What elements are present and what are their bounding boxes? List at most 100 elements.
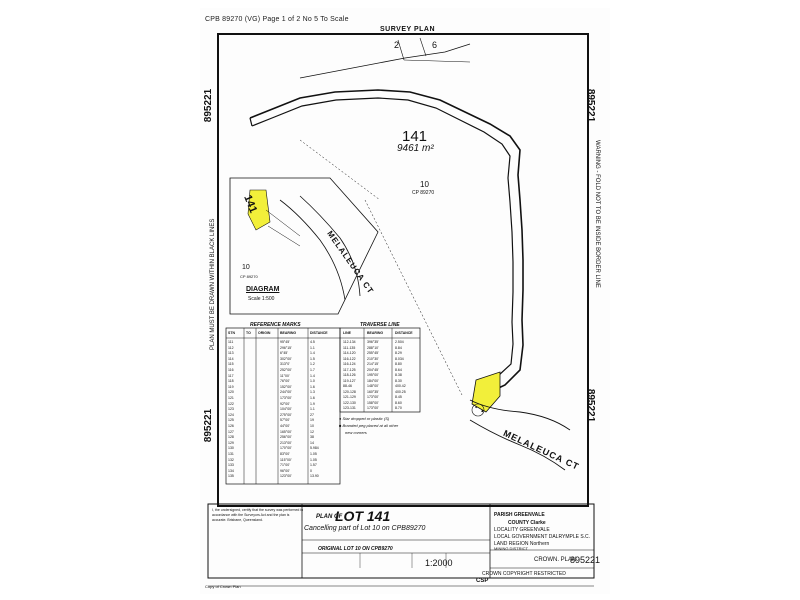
traverse-cell: 396°35' bbox=[367, 340, 379, 344]
right-plan-number-top: 895221 bbox=[585, 88, 597, 123]
traverse-cell: 8.64 bbox=[395, 367, 402, 372]
ref-marks-cell: 10 bbox=[310, 424, 314, 428]
traverse-cell: 123-131 bbox=[343, 406, 356, 410]
ref-marks-cell: 275°00' bbox=[280, 412, 292, 417]
crown-plan-number: 895221 bbox=[570, 555, 601, 565]
ref-marks-cell: 1.0 bbox=[310, 379, 315, 384]
ref-marks-cell: 173°00' bbox=[280, 396, 292, 400]
ref-marks-cell: 71°00' bbox=[280, 463, 290, 468]
ref-marks-cell: 129 bbox=[228, 440, 234, 445]
survey-plan-title: SURVEY PLAN bbox=[380, 26, 436, 33]
lot-141-boundary-inner bbox=[251, 97, 514, 409]
local-government: LOCAL GOVERNMENT DALRYMPLE S.C. bbox=[494, 534, 591, 540]
ref-marks-cell: 121 bbox=[228, 396, 234, 400]
traverse-cell: 160°35' bbox=[367, 389, 379, 394]
ref-marks-cell: 1.9 bbox=[310, 401, 315, 406]
crown-plan-label: CROWN. PLAN bbox=[534, 557, 577, 563]
traverse-cell: 173°00' bbox=[367, 395, 379, 399]
header-reference: CPB 89270 (VG) Page 1 of 2 No 5 To Scale bbox=[205, 16, 349, 23]
left-plan-number-top: 895221 bbox=[203, 88, 215, 123]
ref-marks-cell: 115 bbox=[228, 362, 234, 367]
diagram-scale: Scale 1:500 bbox=[248, 296, 275, 302]
traverse-cell: 8.84 bbox=[395, 345, 402, 350]
traverse-cell: 214°15' bbox=[367, 362, 379, 366]
traverse-cell: 118-126 bbox=[343, 373, 356, 377]
ref-marks-cell: 83°00' bbox=[280, 452, 290, 456]
ref-marks-cell: 95°45' bbox=[280, 340, 290, 344]
ref-marks-cell: 123 bbox=[228, 407, 234, 412]
traverse-cell: 148°00' bbox=[367, 384, 379, 388]
parish: PARISH GREENVALE bbox=[494, 512, 545, 518]
ref-marks-cell: 302°00' bbox=[280, 356, 292, 361]
traverse-cell: 158°00' bbox=[367, 400, 379, 405]
ref-marks-cell: 111 bbox=[228, 340, 234, 344]
traverse-cell: 8.034 bbox=[395, 356, 404, 361]
ref-marks-cell: 165°00' bbox=[280, 429, 292, 434]
ref-marks-cell: 131 bbox=[228, 452, 234, 456]
diagram-lot-10-label: 10 bbox=[242, 264, 250, 271]
original-lot: ORIGINAL LOT 10 ON CPB9270 bbox=[318, 546, 393, 552]
ref-marks-cell: 1.05 bbox=[310, 452, 317, 456]
ref-marks-cell: 130 bbox=[228, 446, 234, 451]
traverse-cell: 8.29 bbox=[395, 351, 402, 355]
lot-141-boundary-outer bbox=[249, 89, 524, 413]
lot-10-label: 10 bbox=[420, 180, 429, 189]
survey-sheet bbox=[200, 8, 610, 594]
diagram-road bbox=[279, 199, 346, 301]
ref-marks-cell: 27 bbox=[310, 412, 314, 417]
ref-marks-cell: 1.5 bbox=[310, 356, 315, 361]
traverse-cell: 122-130 bbox=[343, 400, 356, 405]
traverse-cell: 8.70 bbox=[395, 406, 402, 410]
ref-marks-cell: 134 bbox=[228, 468, 234, 473]
ref-marks-header-cell: TO bbox=[246, 331, 251, 335]
ref-marks-cell: 1.57 bbox=[310, 463, 317, 468]
traverse-cell: 119-127 bbox=[343, 378, 356, 383]
ref-marks-cell: 313°0' bbox=[280, 362, 290, 367]
traverse-cell: 117-125 bbox=[343, 367, 356, 372]
traverse-cell: 400.25 bbox=[395, 389, 406, 394]
ref-marks-cell: 133 bbox=[228, 463, 234, 468]
county: COUNTY Clarke bbox=[508, 520, 546, 526]
ref-marks-cell: 112 bbox=[228, 345, 234, 350]
left-margin-note: PLAN MUST BE DRAWN WITHIN BLACK LINES bbox=[210, 218, 216, 350]
ref-marks-cell: 12 bbox=[310, 429, 314, 434]
ref-marks-cell: 1.1 bbox=[310, 407, 315, 412]
traverse-cell: 120-128 bbox=[343, 389, 356, 394]
adjacent-boundary bbox=[299, 43, 471, 79]
traverse-cell: 195°00' bbox=[367, 373, 379, 377]
traverse-header-cell: BEARING bbox=[367, 331, 384, 335]
ref-marks-cell: 123°00' bbox=[280, 474, 292, 479]
bottom-footer: Copy of Crown Plan bbox=[205, 584, 241, 589]
ref-marks-cell: 252°00' bbox=[280, 368, 292, 372]
ref-marks-cell: 1.3 bbox=[310, 390, 315, 395]
ref-marks-cell: 120 bbox=[228, 390, 234, 395]
legend-star: ● Star dropped or plastic (S) bbox=[339, 416, 390, 421]
ref-marks-cell: 1.7 bbox=[310, 368, 315, 372]
ref-marks-cell: 128 bbox=[228, 435, 234, 440]
ref-marks-cell: 96°00' bbox=[280, 468, 290, 473]
ref-marks-cell: 76°00' bbox=[280, 379, 290, 384]
ref-marks-cell: 125 bbox=[228, 418, 234, 423]
sp-mark: CSP bbox=[476, 578, 489, 584]
ref-marks-cell: 152°00' bbox=[280, 384, 292, 389]
outer-border bbox=[217, 33, 589, 507]
ref-marks-cell: 132 bbox=[228, 457, 234, 462]
ref-marks-cell: 118 bbox=[228, 379, 234, 384]
plan-scale: 1:2000 bbox=[425, 558, 453, 568]
ref-marks-cell: 1.6 bbox=[310, 384, 315, 389]
ref-marks-header-cell: DISTANCE bbox=[310, 331, 328, 335]
traverse-cell: 204°45' bbox=[367, 367, 379, 372]
ref-marks-cell: 0 bbox=[310, 468, 312, 473]
ref-marks-cell: 11°00' bbox=[280, 373, 290, 378]
cancelling-note: Cancelling part of Lot 10 on CPB89270 bbox=[304, 525, 426, 532]
traverse-cell: 114-120 bbox=[343, 351, 356, 355]
locality: LOCALITY GREENVALE bbox=[494, 527, 550, 533]
ref-marks-cell: 116 bbox=[228, 368, 234, 372]
lot-141-access-highlight bbox=[471, 371, 501, 413]
ref-marks-cell: 244°00' bbox=[280, 390, 292, 395]
ref-marks-cell: 115°00' bbox=[280, 457, 292, 462]
ref-marks-cell: 1.1 bbox=[310, 345, 315, 350]
right-margin-note: WARNING - FOLD NOT TO BE INSIDE BORDER L… bbox=[594, 140, 600, 288]
diagram-title: DIAGRAM bbox=[246, 286, 280, 293]
traverse-header-cell: LINE bbox=[343, 331, 351, 335]
